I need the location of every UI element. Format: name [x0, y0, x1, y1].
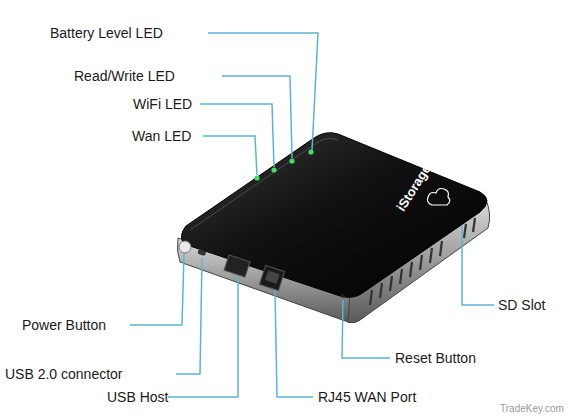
rj45-port: [259, 265, 284, 290]
callout-label: Reset Button: [395, 350, 476, 366]
vents: [370, 218, 475, 305]
callout-label: Wan LED: [132, 128, 191, 144]
callout-label: USB Host: [107, 389, 168, 405]
led: [254, 175, 259, 180]
callout-label: USB 2.0 connector: [5, 366, 123, 382]
callout-label: SD Slot: [498, 297, 545, 313]
usb-mini-port: [197, 249, 206, 256]
callout-label: Power Button: [22, 317, 106, 333]
callout-label: WiFi LED: [133, 96, 192, 112]
edge-highlight: [190, 138, 338, 230]
rj45-inner: [265, 270, 280, 283]
callout-label: Battery Level LED: [50, 25, 163, 41]
led: [308, 149, 313, 154]
led: [289, 158, 294, 163]
callout-label: Read/Write LED: [74, 68, 175, 84]
reset-hole: [341, 294, 345, 298]
led: [271, 167, 276, 172]
watermark: TradeKey.com: [500, 401, 564, 417]
usb-host-port: [224, 255, 250, 277]
leader-lines: [130, 33, 494, 397]
logo-cloud: [428, 189, 450, 206]
callout-label: RJ45 WAN Port: [318, 389, 416, 405]
power-button: [179, 241, 191, 253]
top-face: [181, 133, 487, 298]
